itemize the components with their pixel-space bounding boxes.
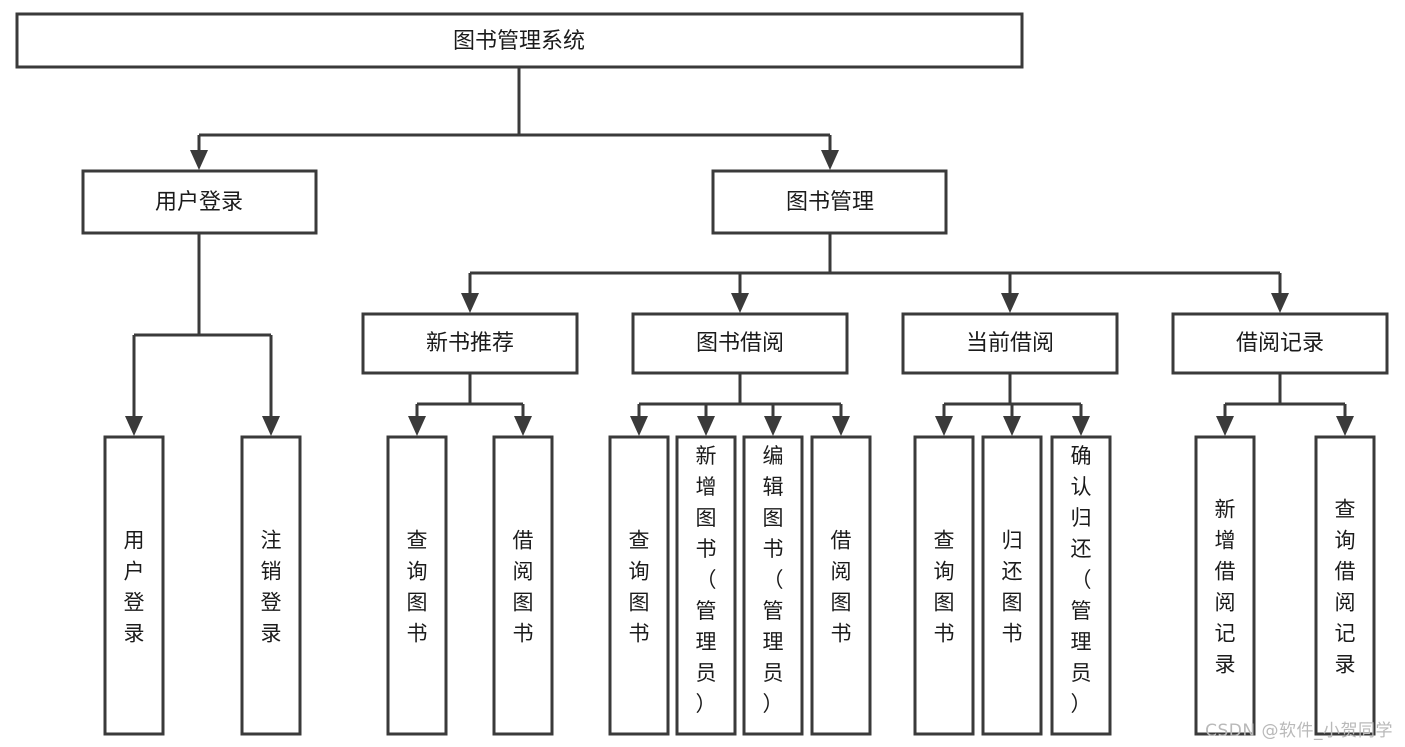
- leaf-label-user-login: 用户登录: [124, 529, 145, 646]
- node-label-current-borrow: 当前借阅: [966, 331, 1054, 356]
- leaf-box-edit-book-admin[interactable]: [742, 435, 804, 736]
- leaf-node-edit-book-admin[interactable]: 编辑图书（管理员）: [742, 435, 804, 736]
- node-user-login[interactable]: 用户登录: [81, 169, 318, 235]
- arrowhead-borrow: [731, 293, 749, 313]
- leaf-label-query-book-b: 查询图书: [629, 529, 650, 646]
- leaf-label-logout: 注销登录: [261, 529, 282, 646]
- node-borrow-records[interactable]: 借阅记录: [1171, 312, 1389, 375]
- arrowhead-leaf-query-book-c: [935, 416, 953, 436]
- arrowhead-leaf-query-record: [1336, 416, 1354, 436]
- leaf-box-query-book-c[interactable]: [913, 435, 975, 736]
- node-box-book-management[interactable]: [711, 169, 948, 235]
- leaf-label-return-book: 归还图书: [1002, 529, 1023, 646]
- leaf-node-add-borrow-record[interactable]: 新增借阅记录: [1194, 435, 1256, 736]
- leaf-label-query-borrow-record: 查询借阅记录: [1335, 498, 1356, 677]
- arrowhead-leaf-return-book: [1003, 416, 1021, 436]
- leaf-box-query-book-b[interactable]: [608, 435, 670, 736]
- connector-layer: [125, 67, 1354, 436]
- node-box-new-book-recommend[interactable]: [361, 312, 579, 375]
- arrowhead-leaf-add-book: [697, 416, 715, 436]
- node-box-current-borrow[interactable]: [901, 312, 1119, 375]
- arrowhead-book-mgmt: [821, 150, 839, 170]
- node-box-borrow-records[interactable]: [1171, 312, 1389, 375]
- node-label-root: 图书管理系统: [453, 29, 585, 54]
- arrowhead-new-books: [461, 293, 479, 313]
- arrowhead-leaf-edit-book: [764, 416, 782, 436]
- leaf-node-query-borrow-record[interactable]: 查询借阅记录: [1314, 435, 1376, 736]
- arrowhead-leaf-user-login: [125, 416, 143, 436]
- node-label-user-login: 用户登录: [155, 190, 243, 215]
- leaf-label-confirm-return-admin: 确认归还（管理员）: [1071, 444, 1092, 716]
- node-box-root[interactable]: [15, 12, 1024, 69]
- node-label-book-management: 图书管理: [786, 190, 874, 215]
- arrowhead-leaf-query-book-b: [630, 416, 648, 436]
- leaf-node-borrow-book-a[interactable]: 借阅图书: [492, 435, 554, 736]
- leaf-node-query-book-a[interactable]: 查询图书: [386, 435, 448, 736]
- arrowhead-user-login: [190, 150, 208, 170]
- leaf-label-borrow-book-a: 借阅图书: [513, 529, 534, 646]
- node-root-book-management-system[interactable]: 图书管理系统: [15, 12, 1024, 69]
- leaf-node-logout[interactable]: 注销登录: [240, 435, 302, 736]
- arrowhead-leaf-confirm-return: [1072, 416, 1090, 436]
- leaf-label-query-book-a: 查询图书: [407, 529, 428, 646]
- arrowhead-leaf-query-book-a: [408, 416, 426, 436]
- leaf-node-query-book-b[interactable]: 查询图书: [608, 435, 670, 736]
- leaf-box-add-borrow-record[interactable]: [1194, 435, 1256, 736]
- leaf-node-borrow-book-b[interactable]: 借阅图书: [810, 435, 872, 736]
- leaf-node-query-book-c[interactable]: 查询图书: [913, 435, 975, 736]
- node-new-book-recommend[interactable]: 新书推荐: [361, 312, 579, 375]
- arrowhead-borrow-records: [1271, 293, 1289, 313]
- leaf-label-borrow-book-b: 借阅图书: [831, 529, 852, 646]
- leaf-node-user-login[interactable]: 用户登录: [103, 435, 165, 736]
- node-box-book-borrow[interactable]: [631, 312, 849, 375]
- node-book-management[interactable]: 图书管理: [711, 169, 948, 235]
- node-label-book-borrow: 图书借阅: [696, 331, 784, 356]
- arrowhead-current-borrow: [1001, 293, 1019, 313]
- leaf-box-user-login[interactable]: [103, 435, 165, 736]
- leaf-box-borrow-book-a[interactable]: [492, 435, 554, 736]
- leaf-label-add-borrow-record: 新增借阅记录: [1215, 498, 1236, 677]
- leaf-box-return-book[interactable]: [981, 435, 1043, 736]
- node-current-borrow[interactable]: 当前借阅: [901, 312, 1119, 375]
- leaf-label-edit-book-admin: 编辑图书（管理员）: [763, 444, 784, 716]
- arrowhead-leaf-borrow-book-b: [832, 416, 850, 436]
- node-box-user-login[interactable]: [81, 169, 318, 235]
- leaf-node-confirm-return-admin[interactable]: 确认归还（管理员）: [1050, 435, 1112, 736]
- leaf-node-return-book[interactable]: 归还图书: [981, 435, 1043, 736]
- leaf-box-query-borrow-record[interactable]: [1314, 435, 1376, 736]
- leaf-box-logout[interactable]: [240, 435, 302, 736]
- leaf-box-confirm-return-admin[interactable]: [1050, 435, 1112, 736]
- leaf-box-add-book-admin[interactable]: [675, 435, 737, 736]
- leaf-box-borrow-book-b[interactable]: [810, 435, 872, 736]
- leaf-label-query-book-c: 查询图书: [934, 529, 955, 646]
- leaf-box-query-book-a[interactable]: [386, 435, 448, 736]
- node-label-borrow-records: 借阅记录: [1236, 331, 1324, 356]
- arrowhead-leaf-borrow-book-a: [514, 416, 532, 436]
- arrowhead-leaf-add-record: [1216, 416, 1234, 436]
- node-book-borrow[interactable]: 图书借阅: [631, 312, 849, 375]
- node-label-new-book-recommend: 新书推荐: [426, 331, 514, 356]
- leaf-node-add-book-admin[interactable]: 新增图书（管理员）: [675, 435, 737, 736]
- leaf-label-add-book-admin: 新增图书（管理员）: [696, 444, 717, 716]
- arrowhead-leaf-logout: [262, 416, 280, 436]
